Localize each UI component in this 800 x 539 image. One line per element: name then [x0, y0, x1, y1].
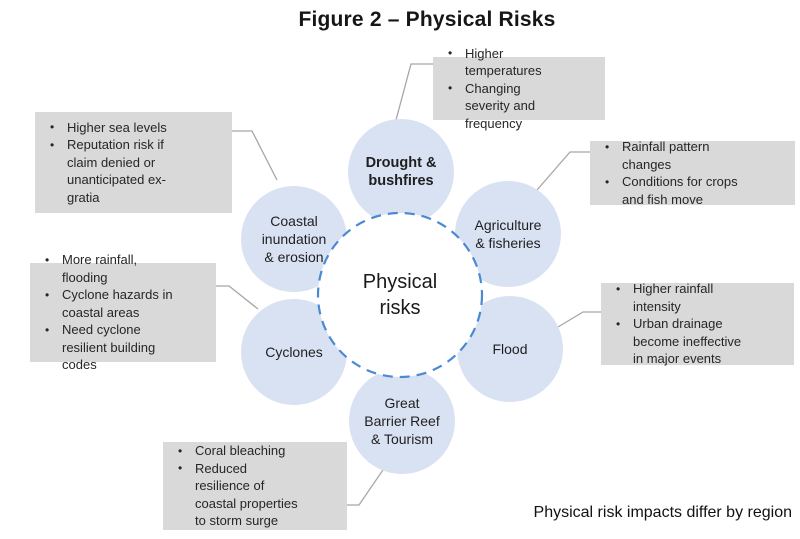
callout-agriculture-fisheries: Rainfall pattern changes Conditions for … — [590, 138, 795, 208]
callout-item: Higher rainfall intensity — [613, 280, 749, 315]
dashed-circle — [316, 211, 484, 379]
center-node-physical-risks: Physical risks — [316, 211, 484, 379]
footnote-text: Physical risk impacts differ by region — [533, 504, 792, 521]
callout-item: Reputation risk if claim denied or unant… — [47, 136, 188, 206]
node-label-line: & fisheries — [475, 235, 541, 251]
callout-item: Higher sea levels — [47, 119, 188, 136]
callout-list: Rainfall pattern changes Conditions for … — [590, 138, 748, 208]
callout-list: Coral bleaching Reduced resilience of co… — [163, 442, 305, 530]
node-label-line: & Tourism — [371, 431, 433, 447]
callout-item: More rainfall, flooding — [42, 251, 175, 286]
connector-flood — [557, 311, 601, 328]
center-label-line: Physical — [362, 271, 438, 293]
callout-item: Coral bleaching — [175, 442, 305, 460]
callout-coastal-inundation-erosion: Higher sea levels Reputation risk if cla… — [35, 112, 232, 213]
node-label-line: Agriculture — [474, 217, 542, 233]
node-label-line: Drought & — [365, 155, 437, 171]
callout-list: Higher rainfall intensity Urban drainage… — [601, 280, 749, 368]
callout-drought-bushfires: Higher temperatures Changing severity an… — [433, 45, 605, 131]
callout-item: Higher temperatures — [445, 45, 563, 80]
callout-list: More rainfall, flooding Cyclone hazards … — [30, 251, 175, 374]
node-drought-bushfires: Drought & bushfires — [348, 119, 454, 225]
connector-agriculture — [536, 151, 590, 191]
connector-coastal — [232, 130, 278, 181]
node-label-line: Coastal — [270, 213, 318, 229]
callout-item: Conditions for crops and fish move — [602, 173, 748, 208]
figure-title: Figure 2 – Physical Risks — [298, 8, 556, 31]
connector-reef — [347, 466, 386, 506]
callout-item: Cyclone hazards in coastal areas — [42, 286, 175, 321]
callout-item: Urban drainage become ineffective in maj… — [613, 315, 749, 368]
callout-great-barrier-reef-tourism: Coral bleaching Reduced resilience of co… — [163, 442, 347, 530]
callout-list: Higher temperatures Changing severity an… — [433, 45, 563, 133]
node-great-barrier-reef-tourism: Great Barrier Reef & Tourism — [349, 368, 455, 474]
node-label-line: Cyclones — [265, 344, 323, 360]
node-label-line: Flood — [492, 341, 528, 357]
node-label-line: & erosion — [264, 249, 324, 265]
center-label-line: risks — [379, 297, 421, 319]
node-label-line: Barrier Reef — [364, 413, 440, 429]
node-label-line: bushfires — [368, 173, 434, 189]
center-node-label: Physical risks — [316, 211, 484, 379]
callout-flood: Higher rainfall intensity Urban drainage… — [601, 280, 794, 368]
callout-item: Rainfall pattern changes — [602, 138, 748, 173]
callout-cyclones: More rainfall, flooding Cyclone hazards … — [30, 252, 216, 372]
callout-item: Changing severity and frequency — [445, 80, 563, 133]
callout-list: Higher sea levels Reputation risk if cla… — [35, 119, 188, 207]
connector-cyclones — [216, 285, 259, 310]
connector-drought — [395, 63, 433, 121]
callout-item: Need cyclone resilient building codes — [42, 321, 175, 374]
node-cyclones: Cyclones — [241, 299, 347, 405]
node-label-line: inundation — [261, 231, 327, 247]
node-label-line: Great — [384, 395, 420, 411]
callout-item: Reduced resilience of coastal properties… — [175, 460, 305, 530]
node-flood: Flood — [457, 296, 563, 402]
